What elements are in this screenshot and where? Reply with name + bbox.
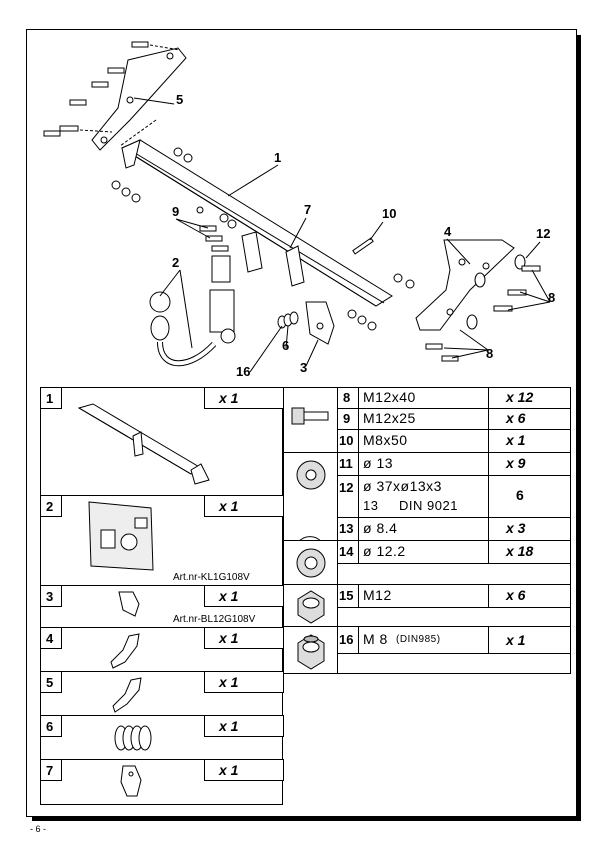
bolt-icon — [291, 407, 329, 425]
part-row-2: 2 x 1 Art.nr-KL1G108V — [40, 495, 284, 586]
svg-text:16: 16 — [236, 364, 250, 379]
part-quantity: x 18 — [506, 543, 534, 559]
page-number: - 6 - — [30, 824, 47, 834]
part-number: 7 — [46, 763, 54, 778]
part-number: 4 — [46, 631, 54, 646]
part-number: 11 — [339, 456, 353, 471]
part-number: 10 — [339, 433, 354, 448]
bracket-icon — [110, 633, 140, 669]
empty-row — [337, 653, 571, 674]
part-quantity: x 1 — [506, 632, 526, 648]
frame-shadow — [32, 817, 581, 821]
exploded-assembly-diagram: 1 2 3 4 5 6 7 8 8 9 10 12 16 — [43, 41, 555, 379]
article-number: Art.nr-BL12G108V — [173, 614, 256, 625]
crossbar-icon — [77, 403, 210, 485]
part-row-5: 5 x 1 — [40, 671, 284, 716]
part-quantity: x 1 — [219, 762, 239, 778]
part-quantity: x 1 — [219, 390, 239, 406]
spring-icon — [114, 725, 152, 751]
part-spec: ø 8.4 — [363, 520, 398, 536]
bolt-icon-cell — [283, 387, 338, 453]
part-spec: ø 12.2 — [363, 543, 406, 559]
svg-text:8: 8 — [548, 290, 555, 305]
washer-icon-cell — [283, 452, 338, 542]
locknut-icon-cell — [283, 626, 338, 674]
svg-text:6: 6 — [282, 338, 289, 353]
spring-washer-icon-cell — [283, 540, 338, 585]
part-quantity: x 12 — [506, 389, 534, 405]
part-spec: M12x25 — [363, 410, 416, 426]
svg-text:2: 2 — [172, 255, 179, 270]
part-spec: M 8 — [363, 631, 388, 647]
wiring-kit-icon — [88, 501, 154, 571]
part-spec: M12x40 — [363, 389, 416, 405]
part-spec: M12 — [363, 587, 392, 603]
part-number: 16 — [339, 632, 354, 647]
part-number: 2 — [46, 499, 54, 514]
part-row-1: 1 x 1 — [40, 387, 284, 496]
svg-text:8: 8 — [486, 346, 493, 361]
part-spec-standard: 13 DIN 9021 — [363, 498, 458, 513]
article-number: Art.nr-KL1G108V — [173, 572, 250, 583]
part-number: 12 — [339, 480, 354, 495]
spring-washer-icon — [296, 548, 326, 578]
part-row-4: 4 x 1 — [40, 627, 284, 672]
svg-text:9: 9 — [172, 204, 179, 219]
part-quantity: x 1 — [219, 588, 239, 604]
part-quantity: x 1 — [506, 432, 526, 448]
svg-text:5: 5 — [176, 92, 183, 107]
part-number: 15 — [339, 588, 354, 603]
svg-text:4: 4 — [444, 224, 452, 239]
empty-row — [337, 607, 571, 627]
part-spec: ø 13 — [363, 455, 394, 471]
part-quantity: x 1 — [219, 718, 239, 734]
part-quantity: x 6 — [506, 410, 526, 426]
part-number: 3 — [46, 589, 54, 604]
part-number: 9 — [343, 411, 351, 426]
svg-text:12: 12 — [536, 226, 550, 241]
part-row-6: 6 x 1 — [40, 715, 284, 760]
mounting-plate-icon — [118, 591, 140, 617]
part-quantity: x 1 — [219, 498, 239, 514]
part-number: 8 — [343, 390, 351, 405]
part-quantity: x 9 — [506, 455, 526, 471]
page-frame — [26, 29, 577, 817]
bracket-icon — [112, 677, 142, 713]
frame-shadow — [577, 35, 581, 821]
part-quantity: x 3 — [506, 520, 526, 536]
part-number: 1 — [46, 391, 54, 406]
nut-icon — [297, 590, 325, 624]
nut-icon-cell — [283, 584, 338, 627]
part-quantity: x 6 — [506, 587, 526, 603]
part-quantity: x 1 — [219, 674, 239, 690]
part-quantity: x 1 — [219, 630, 239, 646]
svg-text:1: 1 — [274, 150, 281, 165]
part-quantity: 6 — [516, 487, 524, 503]
locknut-icon — [297, 634, 325, 670]
part-number: 6 — [46, 719, 54, 734]
part-spec-standard: (DIN985) — [396, 634, 441, 645]
part-row-7: 7 x 1 — [40, 759, 284, 805]
svg-text:7: 7 — [304, 202, 311, 217]
part-spec: M8x50 — [363, 432, 408, 448]
empty-row — [337, 563, 571, 585]
svg-text:3: 3 — [300, 360, 307, 375]
small-plate-icon — [120, 765, 142, 797]
part-number: 14 — [339, 544, 354, 559]
part-number: 5 — [46, 675, 54, 690]
part-row-3: 3 x 1 Art.nr-BL12G108V — [40, 585, 284, 628]
washer-icon — [296, 460, 326, 542]
svg-text:10: 10 — [382, 206, 396, 221]
part-spec: ø 37xø13x3 — [363, 478, 442, 494]
part-number: 13 — [339, 521, 354, 536]
